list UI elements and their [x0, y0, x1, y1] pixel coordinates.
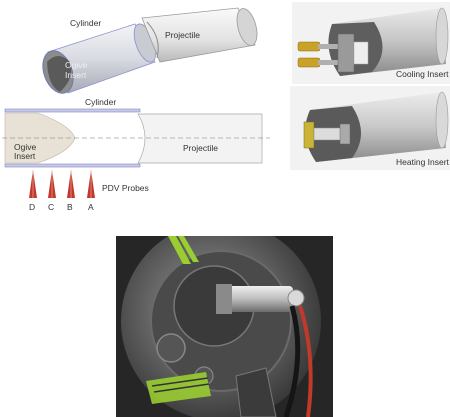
heating-insert-drawing: [303, 91, 449, 162]
pdv-probes: [29, 170, 95, 198]
section-ogive-label-line2: Insert: [14, 151, 36, 161]
experiment-photo: [116, 236, 333, 417]
cooling-insert-drawing: [297, 7, 449, 76]
section-cylinder-label: Cylinder: [85, 97, 117, 107]
probe-label-d: D: [29, 202, 36, 212]
experiment-photo-drawing: [116, 236, 333, 417]
probe-label-a: A: [88, 202, 94, 212]
iso-ogive-label-line2: Insert: [65, 70, 87, 80]
heating-insert-label: Heating Insert: [396, 157, 449, 167]
iso-cylinder-diagram: Cylinder Projectile Ogive Insert: [30, 0, 270, 100]
probe-label-b: B: [67, 202, 73, 212]
section-diagram: Cylinder Projectile Ogive Insert PDV Pro…: [0, 95, 275, 220]
iso-projectile-label: Projectile: [165, 30, 200, 40]
cooling-insert-label: Cooling Insert: [396, 69, 449, 79]
cooling-insert-panel: Cooling Insert: [292, 2, 450, 84]
pdv-probes-label: PDV Probes: [102, 183, 149, 193]
heating-insert-panel: Heating Insert: [290, 86, 450, 170]
probe-label-c: C: [48, 202, 55, 212]
iso-ogive-label-line1: Ogive: [65, 60, 88, 70]
iso-cylinder-label: Cylinder: [70, 18, 102, 28]
section-projectile-label: Projectile: [183, 143, 218, 153]
section-ogive-label-line1: Ogive: [14, 142, 37, 152]
iso-cylinder-drawing: [42, 7, 258, 94]
section-drawing: [2, 108, 270, 198]
